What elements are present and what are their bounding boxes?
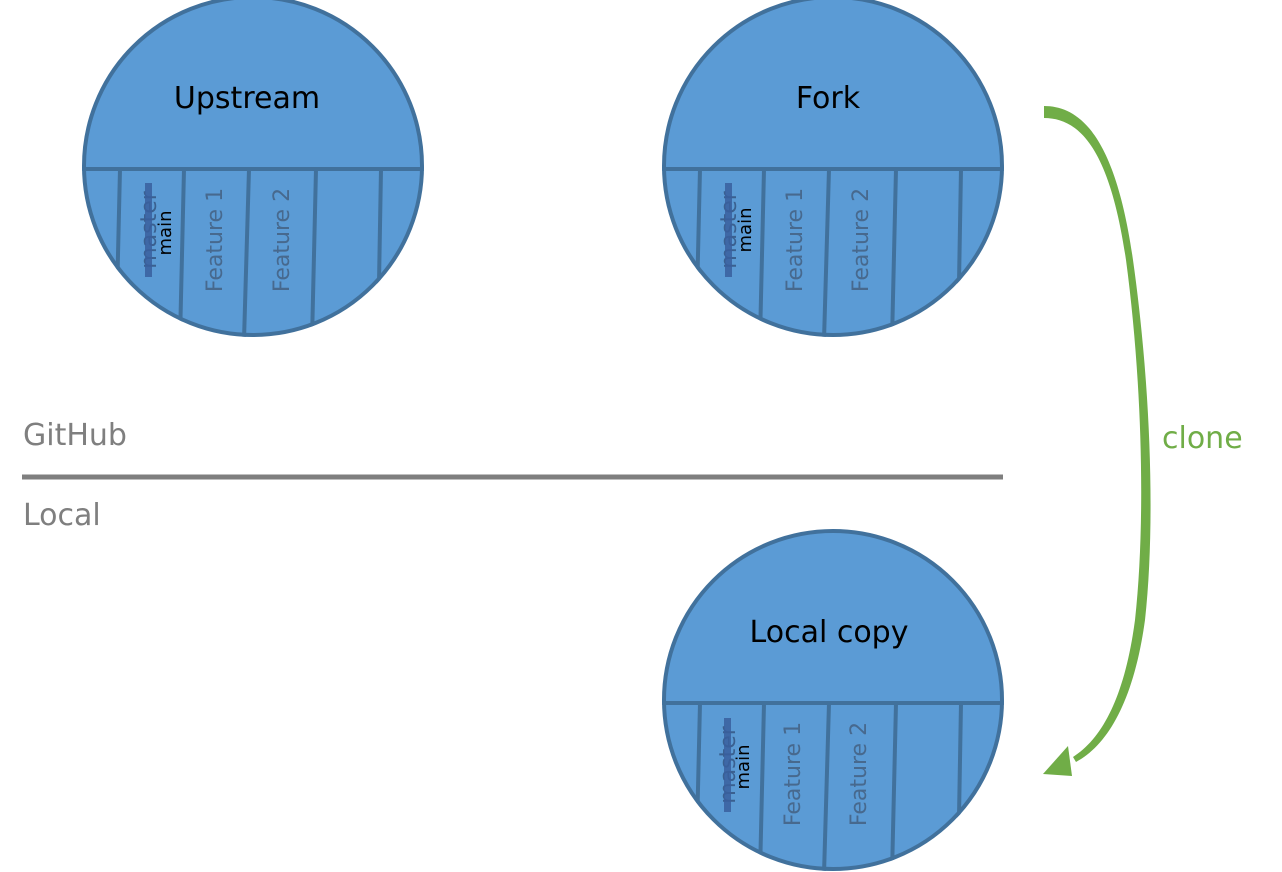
repo-circle [662,529,1004,871]
zone-label-local: Local [23,498,101,533]
branch-label-feature-1: Feature 1 [203,188,228,292]
strikethrough-mark [145,183,152,277]
zone-label-github: GitHub [23,418,127,453]
branch-label-main: main [733,745,754,790]
repo-title: Local copy [750,615,909,650]
branch-column-line [822,168,831,337]
strikethrough-mark [725,183,732,277]
strikethrough-mark [724,718,731,812]
branch-column-line [890,702,898,871]
repo-local-copy: Local copy master main Feature 1 Feature… [662,529,1004,871]
branch-label-feature-2: Feature 2 [270,188,295,292]
repo-upstream: Upstream master main Feature 1 Feature 2 [82,0,424,337]
branch-column-line [758,168,766,337]
clone-arrow-shaft [1044,106,1151,762]
branch-label-main: main [155,211,176,256]
clone-label: clone [1162,421,1243,456]
branch-column-line [310,168,318,337]
clone-arrow [1043,106,1151,776]
branch-column-line [242,168,251,337]
branch-column-line [822,702,831,871]
branch-label-feature-2: Feature 2 [849,188,874,292]
clone-arrow-head [1043,746,1072,776]
branch-label-feature-1: Feature 1 [783,188,808,292]
branch-column-line [758,702,766,871]
branch-column-line [178,168,186,337]
repo-fork: Fork master main Feature 1 Feature 2 [662,0,1004,337]
branch-column-line [890,168,898,337]
repo-title: Fork [796,81,861,116]
branch-label-feature-2: Feature 2 [847,722,872,826]
branch-label-main: main [735,208,756,253]
branch-label-feature-1: Feature 1 [781,722,806,826]
repo-title: Upstream [174,81,320,116]
